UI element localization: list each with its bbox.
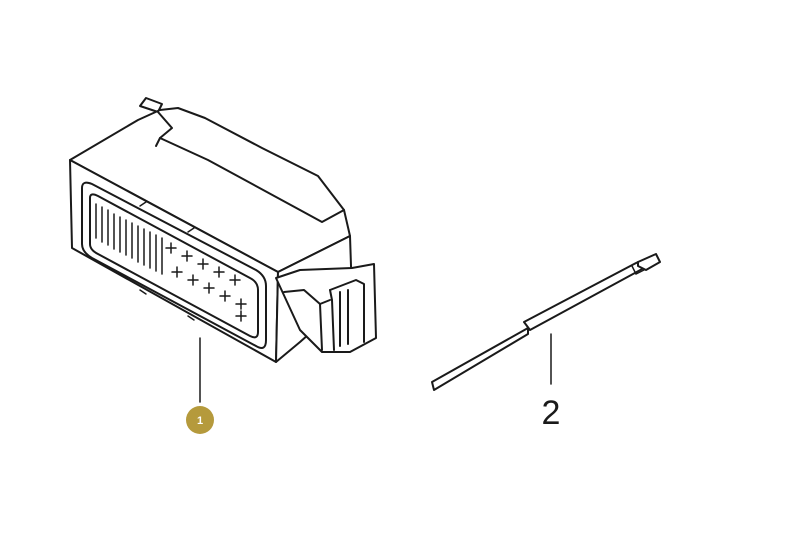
- contact-slots: [95, 203, 163, 275]
- contact-pin[interactable]: [431, 253, 661, 391]
- callout-1-badge: [186, 406, 214, 434]
- latch-tab: [139, 97, 163, 113]
- pin-body: [431, 327, 529, 391]
- side-latch: [275, 263, 377, 353]
- pin-tip: [637, 253, 661, 271]
- pin-sleeve: [523, 261, 645, 331]
- callout-1[interactable]: 1: [186, 406, 214, 434]
- connector-housing[interactable]: [69, 97, 377, 363]
- callout-1-label: 1: [197, 415, 203, 427]
- callout-2-label[interactable]: 2: [542, 394, 561, 432]
- contact-pins: [165, 242, 247, 322]
